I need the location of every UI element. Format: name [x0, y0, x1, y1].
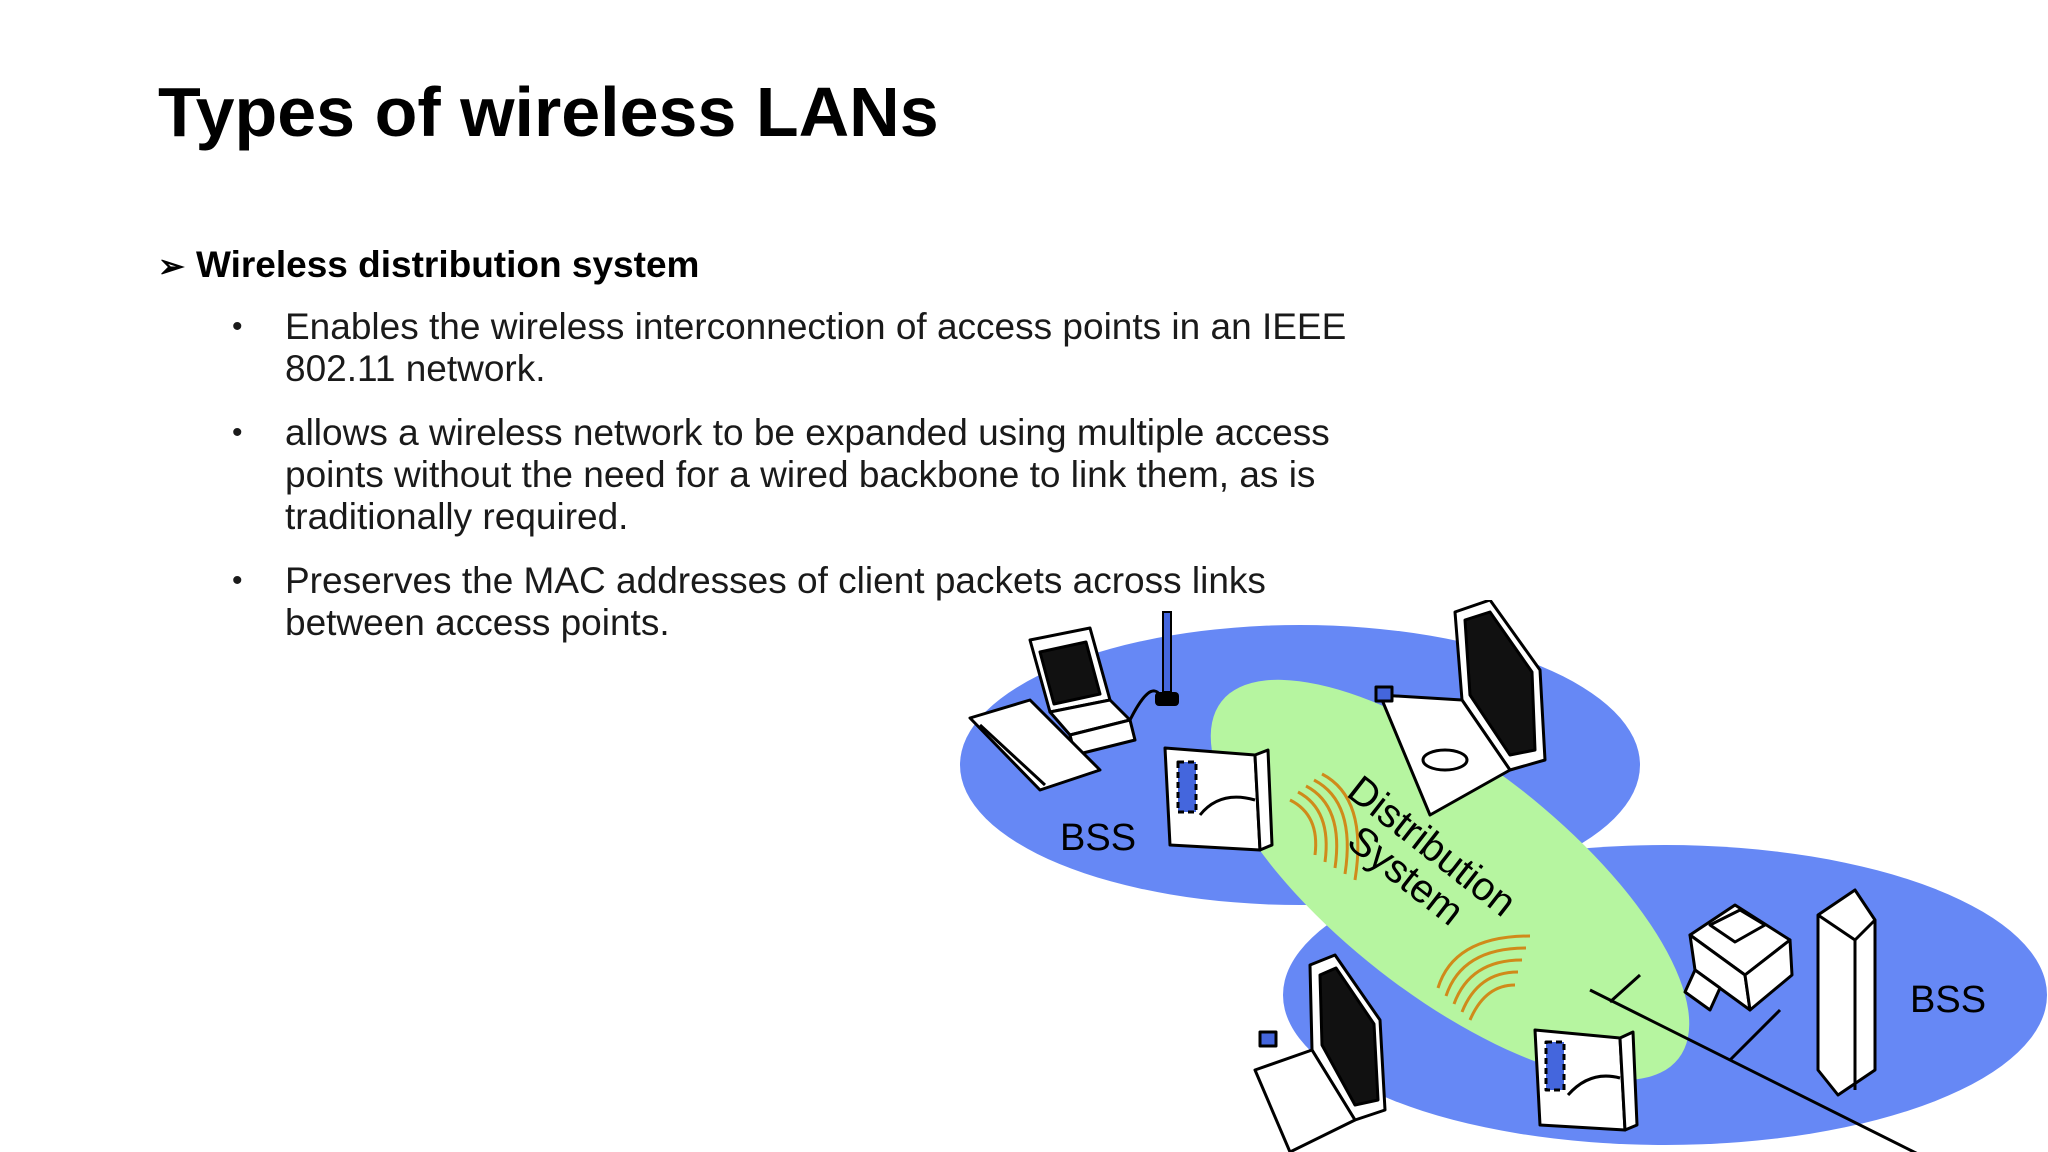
signal-waves-icon	[1436, 934, 1531, 1021]
slide-title: Types of wireless LANs	[158, 73, 939, 151]
bullet-list: • Enables the wireless interconnection o…	[230, 306, 1350, 666]
arrow-bullet-icon: ➢	[158, 248, 185, 284]
access-point-icon	[1163, 746, 1274, 852]
section-heading-text: Wireless distribution system	[196, 244, 700, 285]
laptop-icon	[1253, 953, 1387, 1152]
list-item: • Preserves the MAC addresses of client …	[230, 560, 1350, 644]
bullet-dot-icon: •	[232, 416, 243, 449]
printer-icon	[1683, 903, 1794, 1012]
bss-left-label: BSS	[1060, 817, 1136, 859]
wds-diagram: BSS Distribution System BS	[960, 600, 2047, 1152]
signal-waves-icon	[1289, 772, 1360, 881]
bss-right-label: BSS	[1910, 979, 1986, 1021]
bullet-text: Enables the wireless interconnection of …	[285, 306, 1347, 389]
laptop-icon	[1374, 600, 1547, 817]
section-heading: ➢ Wireless distribution system	[158, 243, 699, 287]
list-item: • allows a wireless network to be expand…	[230, 412, 1350, 538]
desktop-computer-icon	[968, 626, 1162, 792]
bullet-dot-icon: •	[232, 564, 243, 597]
bullet-dot-icon: •	[232, 310, 243, 343]
bullet-text: Preserves the MAC addresses of client pa…	[285, 560, 1266, 643]
access-point-icon	[1533, 1028, 1639, 1132]
antenna-icon	[1155, 611, 1179, 706]
bullet-text: allows a wireless network to be expanded…	[285, 412, 1330, 537]
server-tower-icon	[1816, 888, 1877, 1097]
wired-link-lines	[1589, 973, 1918, 1152]
list-item: • Enables the wireless interconnection o…	[230, 306, 1350, 390]
